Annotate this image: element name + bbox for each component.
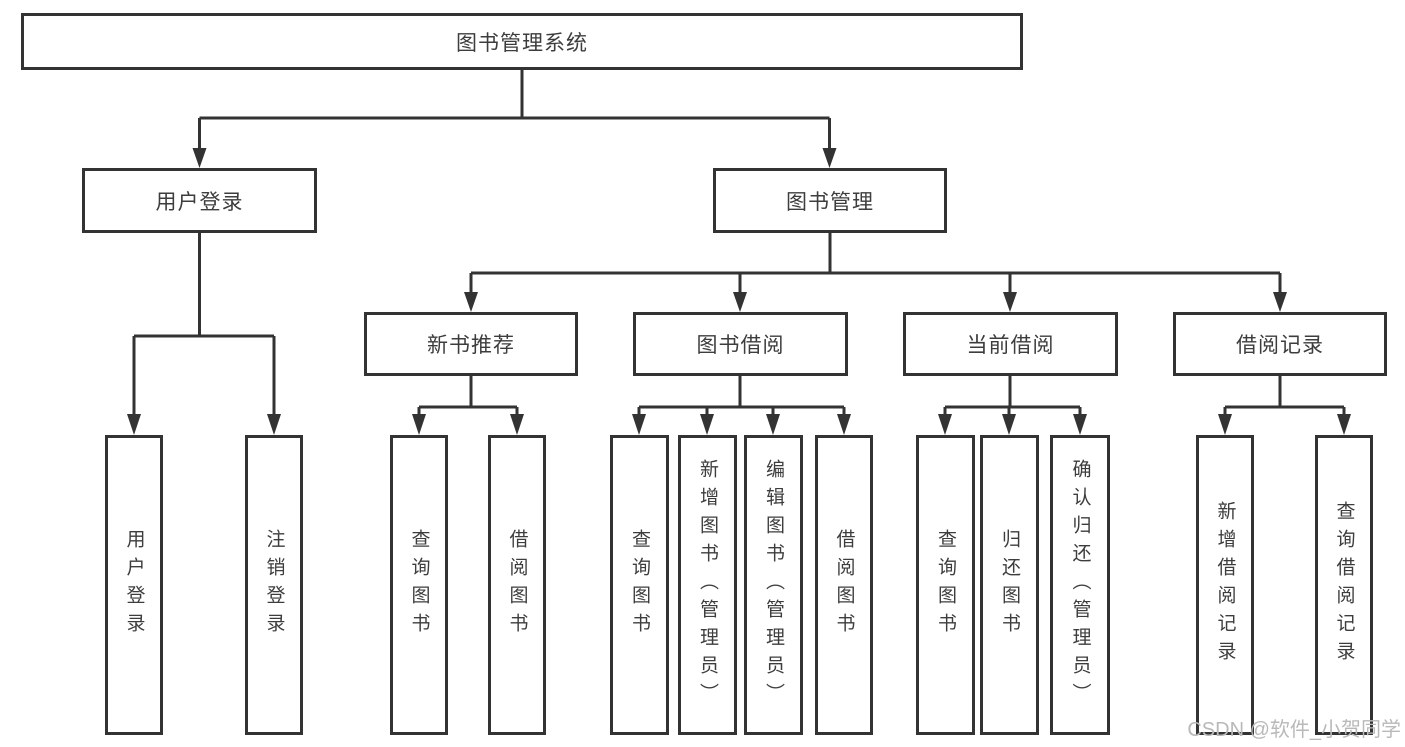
arrow-down-icon [1337,414,1351,435]
arrow-down-icon [837,414,851,435]
arrow-down-icon [938,414,952,435]
leaf-edit-book-admin: 编辑图书（管理员） [744,435,803,735]
leaf-logout: 注销登录 [245,435,303,735]
connector-book-mgmt-bus [469,233,1282,294]
node-label: 图书管理 [786,190,874,214]
node-label: 编辑图书（管理员） [763,459,784,711]
leaf-query-books-recommend: 查询图书 [390,435,448,735]
node-new-book-recommend: 新书推荐 [364,312,578,376]
leaf-return-books: 归还图书 [980,435,1039,735]
node-label: 用户登录 [155,190,244,214]
node-label: 借阅图书 [506,529,528,641]
node-label: 图书管理系统 [456,31,588,55]
leaf-user-login: 用户登录 [105,435,163,735]
csdn-watermark: CSDN @软件_小贺同学 [1187,719,1401,741]
arrow-down-icon [822,148,837,168]
node-label: 借阅图书 [833,529,855,641]
node-label: 用户登录 [123,529,145,641]
node-label: 图书借阅 [696,334,785,357]
node-label: 归还图书 [999,529,1020,641]
arrow-down-icon [1003,292,1017,312]
node-label: 查询图书 [629,529,650,641]
node-book-management: 图书管理 [713,168,947,233]
leaf-confirm-return-admin: 确认归还（管理员） [1050,435,1110,735]
arrow-down-icon [464,292,478,312]
node-book-borrowing: 图书借阅 [633,312,848,376]
arrow-down-icon [510,414,524,435]
arrow-down-icon [766,414,780,435]
connector-user-login-bus [132,233,276,417]
connector-current-bus [943,376,1082,417]
node-label: 新增图书（管理员） [697,459,718,711]
node-label: 确认归还（管理员） [1069,459,1091,711]
arrow-down-icon [127,414,141,435]
leaf-query-borrow-record: 查询借阅记录 [1315,435,1373,735]
node-library-management-system: 图书管理系统 [21,13,1023,70]
arrow-down-icon [267,414,281,435]
node-label: 查询借阅记录 [1333,501,1355,669]
leaf-query-books-current: 查询图书 [916,435,975,735]
leaf-add-borrow-record: 新增借阅记录 [1196,435,1254,735]
arrow-down-icon [1273,292,1287,312]
leaf-borrow-books-recommend: 借阅图书 [488,435,546,735]
connector-records-bus [1223,376,1346,417]
node-label: 注销登录 [263,529,285,641]
node-borrowing-records: 借阅记录 [1173,312,1387,376]
node-label: 新增借阅记录 [1214,501,1236,669]
arrow-down-icon [733,292,747,312]
node-label: 借阅记录 [1236,334,1324,357]
connector-borrowing-bus [637,376,846,417]
node-label: 新书推荐 [427,334,515,357]
arrow-down-icon [1218,414,1232,435]
arrow-down-icon [1073,414,1087,435]
arrow-down-icon [192,148,207,168]
leaf-query-books-borrowing: 查询图书 [610,435,669,735]
node-label: 当前借阅 [966,334,1055,357]
arrow-down-icon [412,414,426,435]
node-user-login-group: 用户登录 [82,168,317,233]
node-current-borrowing: 当前借阅 [903,312,1118,376]
connector-new-book-bus [417,376,519,417]
connector-root-bus [198,70,831,150]
arrow-down-icon [1002,414,1016,435]
arrow-down-icon [700,414,714,435]
node-label: 查询图书 [408,529,430,641]
arrow-down-icon [632,414,646,435]
leaf-add-book-admin: 新增图书（管理员） [678,435,737,735]
leaf-borrow-books: 借阅图书 [815,435,873,735]
node-label: 查询图书 [935,529,956,641]
arrowheads [127,148,1351,435]
